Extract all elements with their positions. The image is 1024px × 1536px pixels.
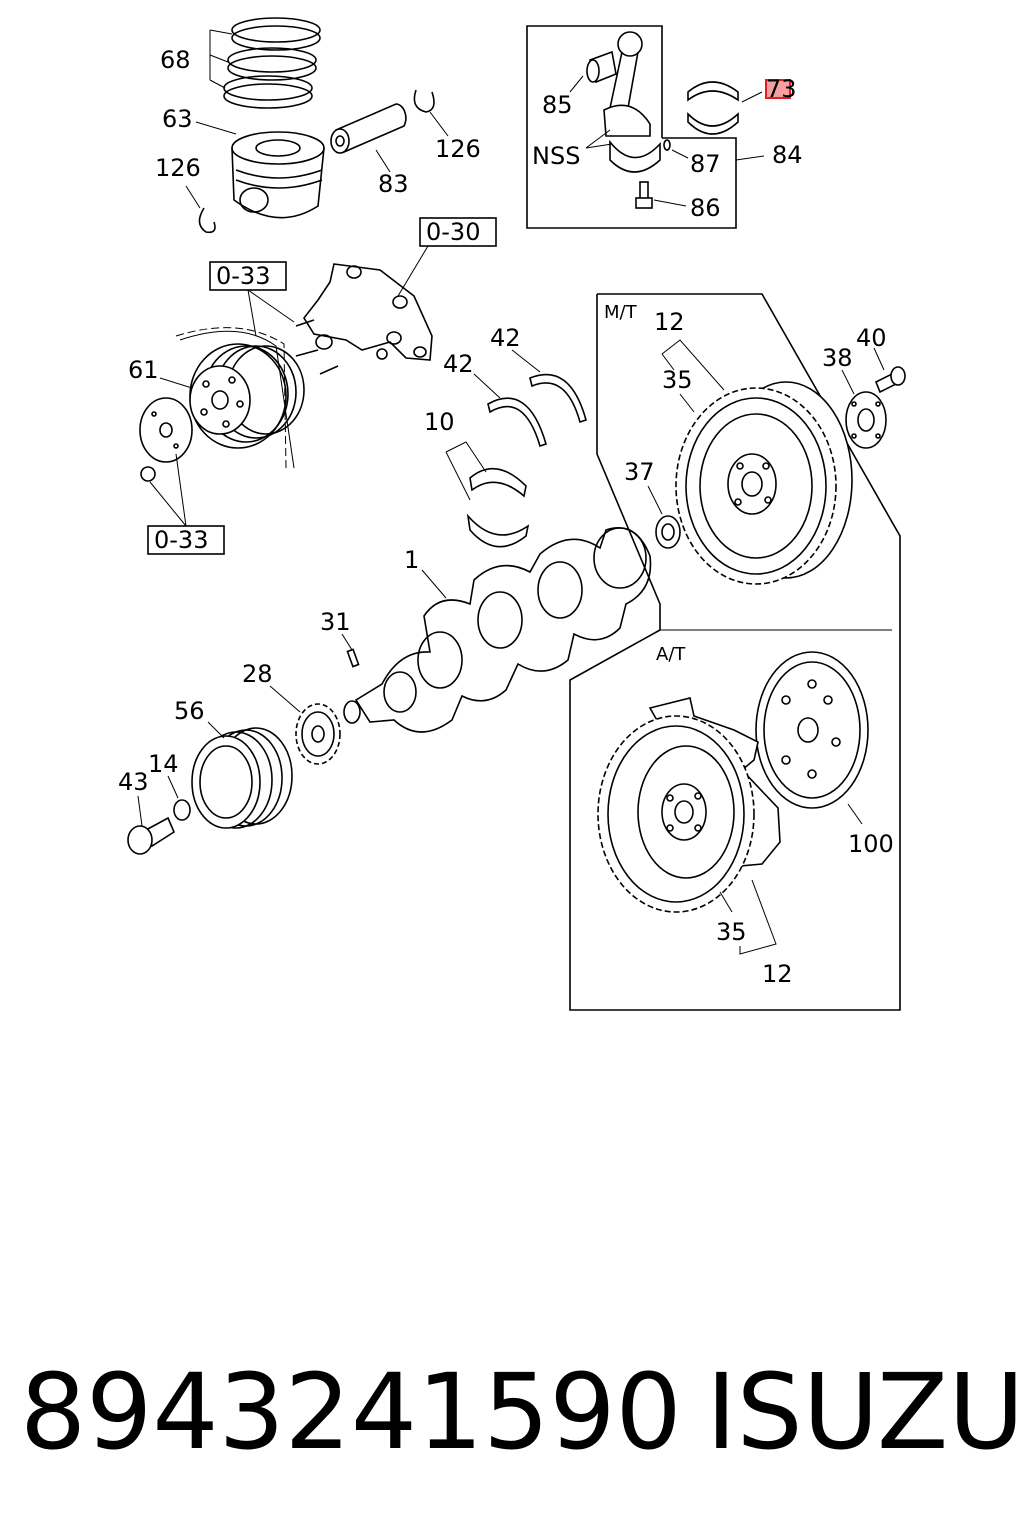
snap-ring-lower	[198, 207, 216, 234]
flexplate-100	[755, 651, 869, 809]
callout-35-mt: 35	[662, 366, 693, 394]
pulley-plate	[139, 397, 193, 463]
callout-63: 63	[162, 105, 193, 133]
callout-61: 61	[128, 356, 159, 384]
callout-83: 83	[378, 170, 409, 198]
callout-28: 28	[242, 660, 273, 688]
callout-100: 100	[848, 830, 894, 858]
callout-0-30: 0-30	[426, 218, 480, 246]
callout-38: 38	[822, 344, 853, 372]
callout-56: 56	[174, 697, 205, 725]
brand-name: ISUZU	[706, 1351, 1024, 1473]
connecting-rod	[603, 31, 661, 173]
label-MT: M/T	[604, 302, 638, 323]
callout-84: 84	[772, 141, 803, 169]
callout-0-33-lower: 0-33	[154, 526, 208, 554]
bushing-85	[586, 50, 617, 84]
plate-38	[845, 391, 887, 449]
callout-40: 40	[856, 324, 887, 352]
callout-126-upper: 126	[435, 135, 481, 163]
callout-42-a: 42	[490, 324, 521, 352]
washer-14	[173, 799, 191, 821]
crankshaft-1	[343, 527, 652, 733]
callout-68: 68	[160, 46, 191, 74]
main-bearing-10	[466, 467, 530, 548]
callout-126-lower: 126	[155, 154, 201, 182]
piston	[231, 131, 325, 219]
callout-43: 43	[118, 768, 149, 796]
snap-ring-upper	[413, 89, 435, 113]
callout-37: 37	[624, 458, 655, 486]
callout-87: 87	[690, 150, 721, 178]
rod-bearing-73	[687, 81, 739, 135]
crank-gear-28	[295, 703, 341, 765]
piston-rings	[223, 17, 321, 109]
callout-85: 85	[542, 91, 573, 119]
flywheel-at	[597, 697, 781, 913]
key-31	[346, 648, 360, 668]
bolt-43	[127, 816, 176, 855]
ref-box-0-30	[419, 217, 497, 247]
bolt-40	[874, 366, 906, 394]
piston-pin	[330, 103, 407, 154]
conrod-box	[526, 25, 737, 229]
callout-0-33-upper: 0-33	[216, 262, 270, 290]
callout-73: 73	[766, 75, 797, 103]
crank-pulley-56	[191, 727, 293, 829]
callout-NSS: NSS	[532, 142, 580, 170]
studs	[295, 319, 339, 375]
crank-pulley-61	[175, 327, 305, 469]
callout-31: 31	[320, 608, 351, 636]
bolt-86	[635, 181, 653, 209]
label-AT: A/T	[656, 644, 686, 665]
callout-14: 14	[148, 750, 179, 778]
callout-10: 10	[424, 408, 455, 436]
thrust-washer-42-a	[529, 373, 587, 424]
nut-87	[663, 139, 671, 151]
flywheel-mt	[675, 381, 853, 585]
highlight-box-73	[765, 79, 791, 99]
callout-35-at: 35	[716, 918, 747, 946]
pilot-bearing-37	[655, 515, 681, 549]
callout-12-at: 12	[762, 960, 793, 988]
pulley-nut	[140, 466, 156, 482]
thrust-washer-42-b	[487, 397, 547, 448]
callout-1: 1	[404, 546, 419, 574]
part-number: 8943241590	[20, 1351, 682, 1473]
front-cover-bracket	[303, 263, 433, 361]
callout-86: 86	[690, 194, 721, 222]
callout-12-mt: 12	[654, 308, 685, 336]
callout-42-b: 42	[443, 350, 474, 378]
